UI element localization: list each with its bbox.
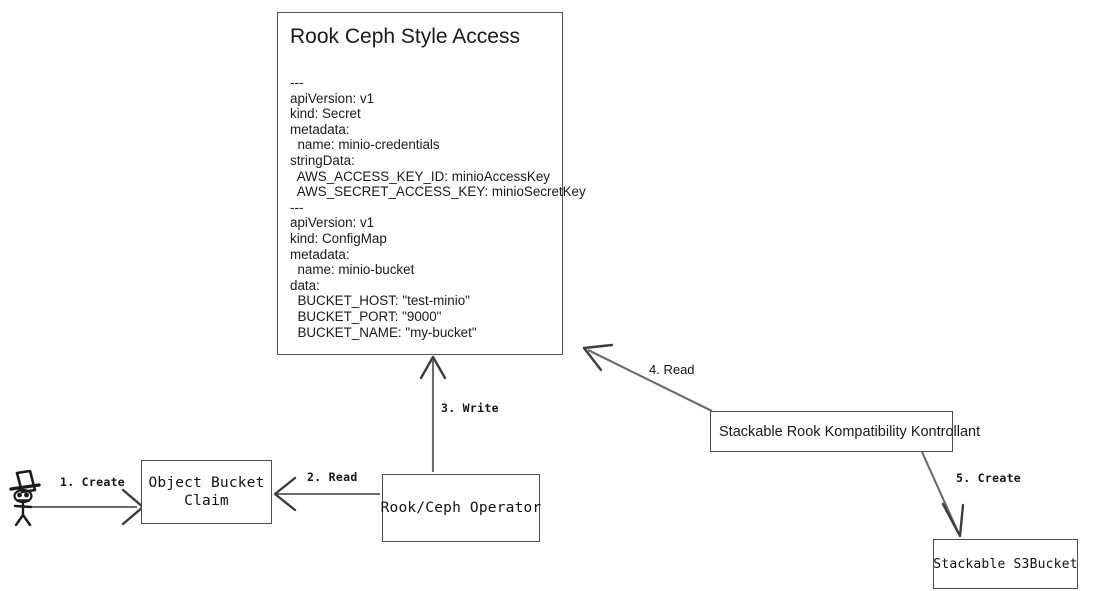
node-stackable-rook-kompatibility-kontrollant-label: Stackable Rook Kompatibility Kontrollant: [719, 423, 981, 440]
edge-2-read: [273, 476, 380, 512]
edge-label-1-create: 1. Create: [60, 475, 126, 489]
edge-label-5-create: 5. Create: [956, 471, 1022, 485]
node-stackable-rook-kompatibility-kontrollant[interactable]: Stackable Rook Kompatibility Kontrollant: [710, 411, 980, 452]
edge-label-2-read: 2. Read: [307, 470, 358, 484]
node-rook-ceph-operator-label: Rook/Ceph Operator: [380, 500, 542, 516]
note-title: Rook Ceph Style Access: [290, 25, 520, 48]
node-stackable-s3bucket-label: Stackable S3Bucket: [933, 556, 1078, 572]
edge-label-3-write: 3. Write: [441, 401, 499, 415]
node-rook-ceph-operator[interactable]: Rook/Ceph Operator: [380, 474, 542, 542]
edge-5-create: [921, 451, 965, 538]
edge-label-4-read: 4. Read: [649, 362, 695, 377]
note-yaml-content: --- apiVersion: v1 kind: Secret metadata…: [290, 75, 586, 340]
node-stackable-s3bucket[interactable]: Stackable S3Bucket: [933, 539, 1078, 589]
node-object-bucket-claim[interactable]: Object Bucket Claim: [141, 460, 272, 524]
edge-4-read: [582, 343, 713, 412]
note-rook-ceph-style-access: Rook Ceph Style Access --- apiVersion: v…: [277, 12, 586, 355]
edge-3-write: [419, 355, 447, 472]
node-object-bucket-claim-label: Object Bucket Claim: [148, 475, 265, 509]
actor-stick-figure-icon: [9, 470, 41, 526]
